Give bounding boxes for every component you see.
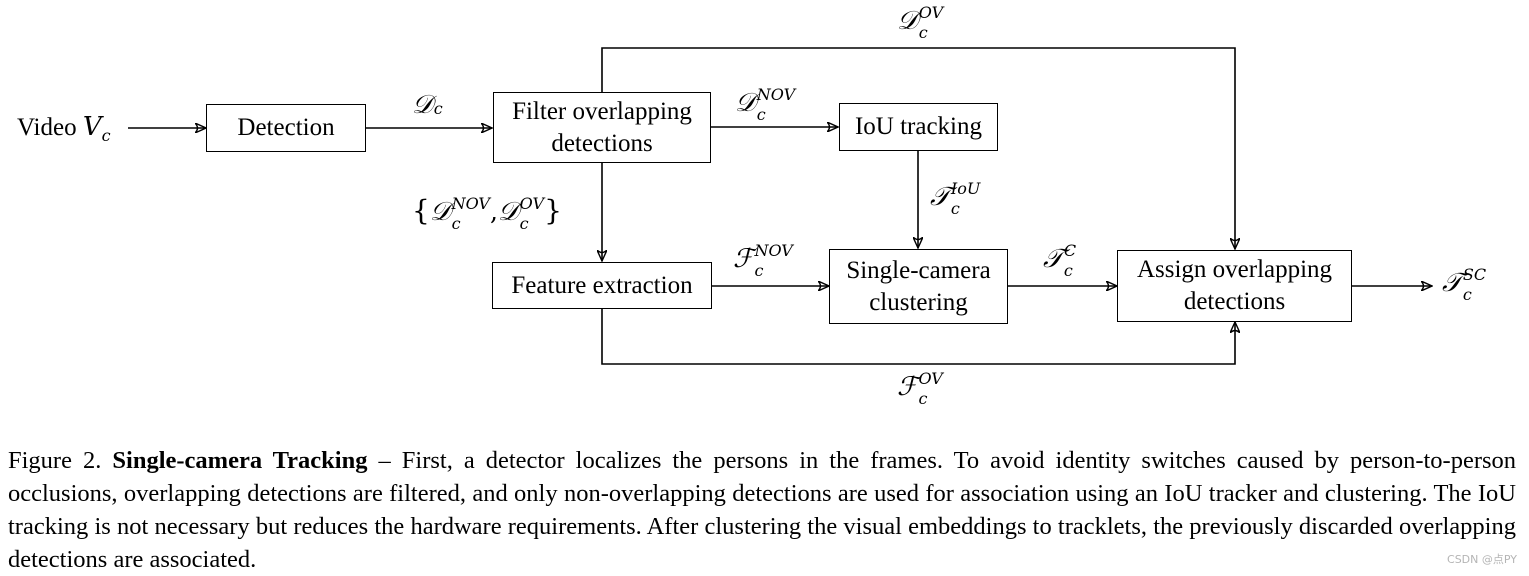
caption-prefix: Figure 2. — [8, 447, 113, 474]
watermark: CSDN @点PY — [1447, 553, 1517, 566]
edge-feature-to-assign — [601, 309, 1235, 365]
node-feature-extraction: Feature extraction — [492, 262, 712, 309]
pipeline-diagram: Video Vc Detection Filter overlapping de… — [17, 2, 1529, 408]
connector-layer — [128, 47, 1529, 365]
node-assign-overlapping: Assign overlapping detections — [1117, 250, 1352, 322]
input-video-label: Video Vc — [17, 112, 111, 145]
figure-caption: Figure 2. Single-camera Tracking – First… — [8, 444, 1516, 576]
edge-filter-to-assign — [601, 47, 1235, 249]
node-detection: Detection — [206, 104, 366, 152]
node-single-camera-clustering: Single-camera clustering — [829, 249, 1008, 324]
node-filter-overlapping: Filter overlapping detections — [493, 92, 711, 163]
caption-body: – First, a detector localizes the person… — [8, 447, 1517, 573]
node-iou-tracking: IoU tracking — [839, 103, 998, 151]
caption-title: Single-camera Tracking — [112, 447, 368, 474]
